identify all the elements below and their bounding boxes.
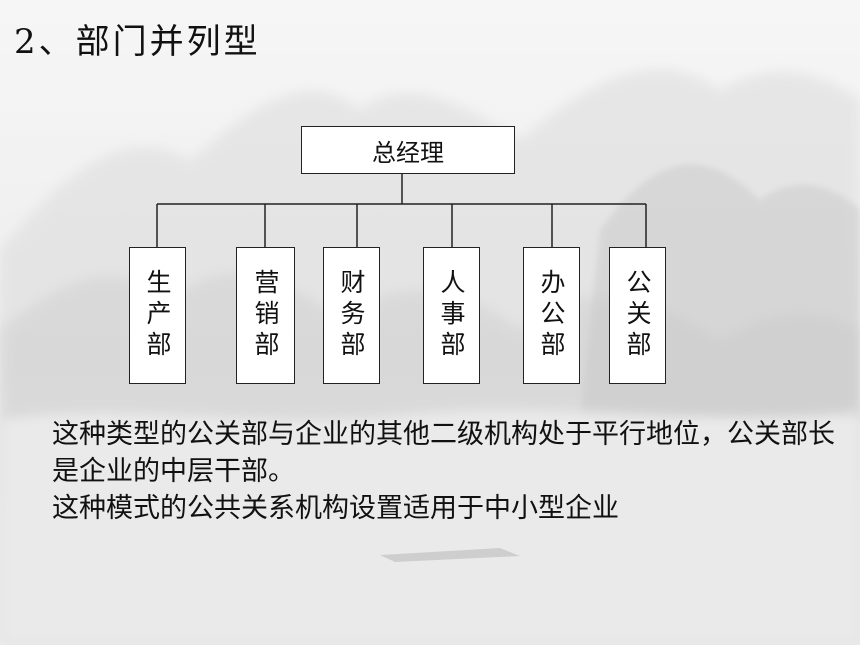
org-node-marketing: 营销部 [236,247,295,384]
description-text: 这种类型的公关部与企业的其他二级机构处于平行地位，公关部长是企业的中层干部。 这… [52,416,842,527]
org-node-office: 办公部 [523,247,580,384]
org-node-marketing-label: 营销部 [251,269,280,362]
description-paragraph-1: 这种类型的公关部与企业的其他二级机构处于平行地位，公关部长是企业的中层干部。 [52,419,835,487]
org-node-hr-label: 人事部 [437,269,466,362]
description-paragraph-2: 这种模式的公共关系机构设置适用于中小型企业 [52,493,619,524]
org-node-general-manager: 总经理 [301,126,515,174]
org-node-general-manager-label: 总经理 [372,138,444,167]
org-node-production-label: 生产部 [143,269,172,362]
org-node-finance-label: 财务部 [337,269,366,362]
org-node-hr: 人事部 [423,247,480,384]
org-node-production: 生产部 [129,247,186,384]
org-node-office-label: 办公部 [537,269,566,362]
slide-title: 2、部门并列型 [14,22,261,62]
org-node-public-relations: 公关部 [609,247,666,384]
org-node-finance: 财务部 [323,247,380,384]
org-node-public-relations-label: 公关部 [623,269,652,362]
